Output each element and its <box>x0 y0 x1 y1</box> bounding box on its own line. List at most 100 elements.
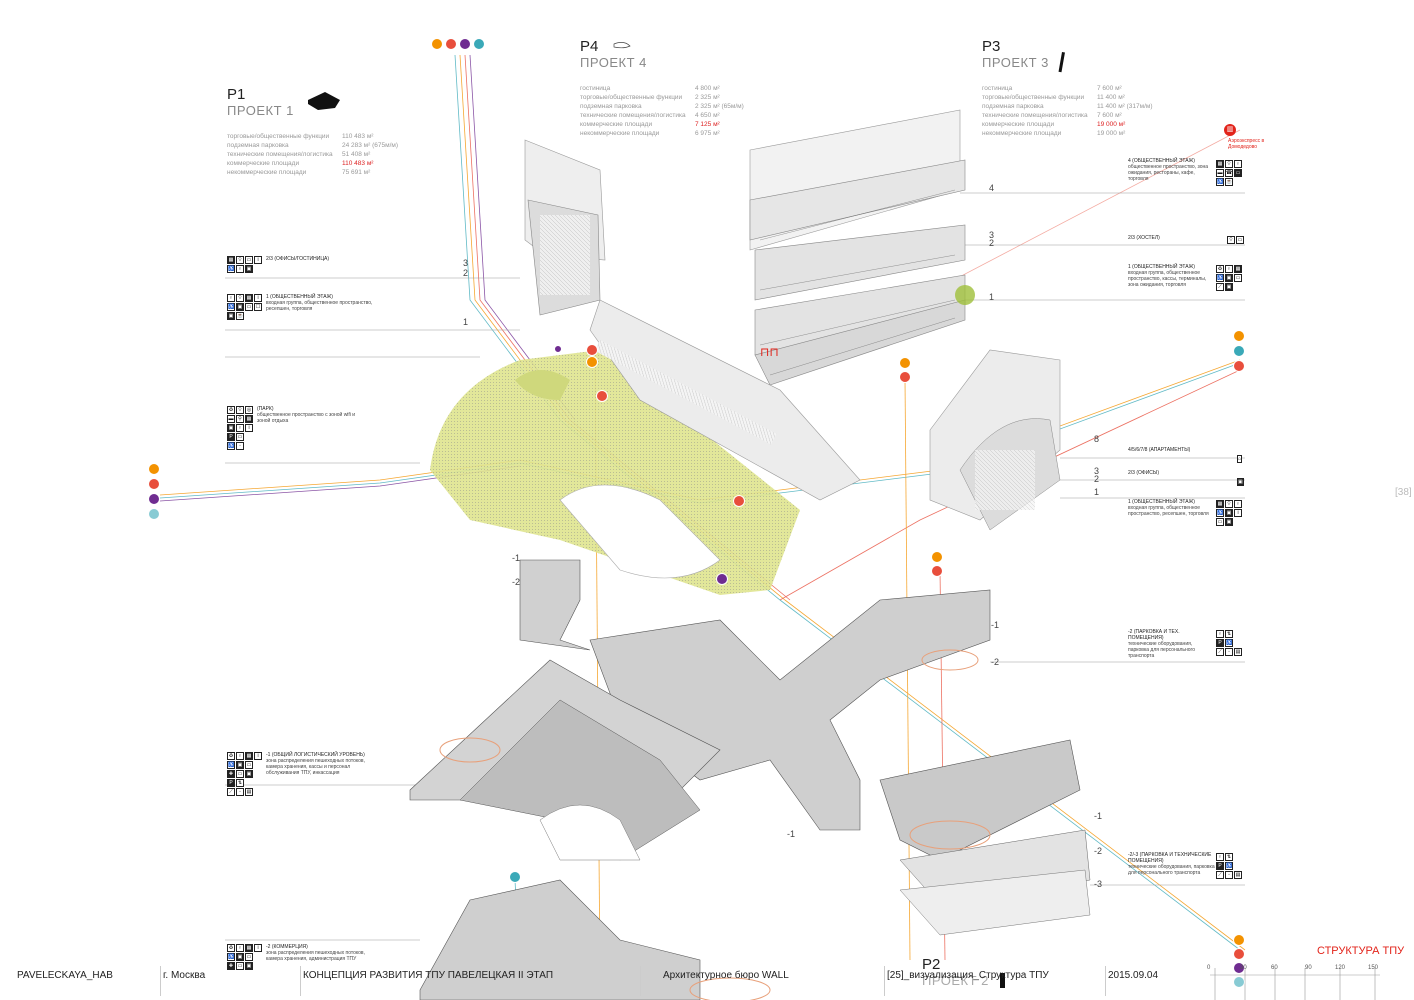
trolleybus-stop-icon <box>716 573 728 585</box>
accessible-icon: ♿ <box>1225 639 1233 647</box>
bike-icon: ⚲ <box>236 415 244 423</box>
right-level-legend-p4-apts: 4/5/6/7/8 (АПАРТАМЕНТЫ) <box>1128 447 1228 453</box>
info-icon: i <box>254 752 262 760</box>
p4-level-8: 8 <box>1094 434 1100 444</box>
shop-icon: ▣ <box>245 770 253 778</box>
office-icon: ▣ <box>1237 478 1244 486</box>
atm-icon: ▭ <box>245 256 253 264</box>
bed-icon: ▭ <box>1236 236 1244 244</box>
atm-icon: ▭ <box>1216 518 1224 526</box>
elevator-icon: ⇅ <box>1225 853 1233 861</box>
cafe-icon: ☕ <box>1225 178 1233 186</box>
restaurant-icon: ▦ <box>1216 160 1224 168</box>
scale-tick-0: 0 <box>1207 965 1211 971</box>
info-icon: i <box>254 944 262 952</box>
right-icons-7: ♀⇅ P♿ ⟋◦▤ <box>1216 630 1242 656</box>
left-level-minus1-desc: зона распределения пешеходных потоков, к… <box>266 758 365 776</box>
scale-tick-150: 150 <box>1368 965 1379 971</box>
stat-label: технические помещения/логистика <box>982 112 1088 119</box>
stat-label: коммерческие площади <box>227 160 300 167</box>
footer-separator <box>160 966 161 996</box>
apartment-icon: ⌂ <box>1237 455 1243 463</box>
playground-icon: ▦ <box>245 415 253 423</box>
stat-label: некоммерческие площади <box>580 130 660 137</box>
stat-label: подземная парковка <box>227 142 289 149</box>
luggage-icon: ▣ <box>236 761 244 769</box>
stairs-icon: ▤ <box>245 788 253 796</box>
bus-stop-icon <box>931 551 943 563</box>
stat-value: 2 325 м² (65м/м) <box>695 103 744 110</box>
fountain-icon: ◎ <box>245 406 253 414</box>
stat-value: 110 483 м² <box>342 133 374 140</box>
stat-label: гостиница <box>982 85 1013 92</box>
stat-value: 4 650 м² <box>695 112 720 119</box>
p4-level-1: 1 <box>1094 487 1100 497</box>
stat-label: технические помещения/логистика <box>580 112 686 119</box>
metro-stop-icon <box>509 871 521 883</box>
underground-levels <box>409 559 1091 1000</box>
wc-icon: ♀ <box>236 944 244 952</box>
ticket-icon: ▭ <box>236 962 244 970</box>
ug-level-h: -3 <box>1094 879 1103 889</box>
info-icon: i <box>254 294 262 302</box>
p3-name: ПРОЕКТ 3 <box>982 55 1049 70</box>
p3-level-3: 3 <box>989 230 995 240</box>
accessible-icon: ♿ <box>227 303 235 311</box>
metro-icon <box>1233 345 1245 357</box>
icon-grid: ♻♀▦i ♿▣▭ ✚▭▣ <box>227 944 262 970</box>
shop-icon: ▣ <box>1225 283 1233 291</box>
page-number: [38] <box>1395 487 1412 498</box>
wc-icon: ♀ <box>1216 853 1224 861</box>
tram-icon <box>1233 360 1245 372</box>
left-level-park-desc: общественное пространство с зоной wifi и… <box>257 412 356 424</box>
left-level-legend-2: ♀⌔▦i ♿▣▭☐ ▣☕ 1 (ОБЩЕСТВЕННЫЙ ЭТАЖ)входна… <box>227 294 376 320</box>
stat-label: торговые/общественные функции <box>982 94 1085 101</box>
p4-code: P4 <box>580 38 599 55</box>
stat-value: 11 400 м² (317м/м) <box>1097 103 1153 110</box>
scale-tick-120: 120 <box>1335 965 1346 971</box>
accessible-icon: ♿ <box>1225 862 1233 870</box>
restaurant-icon: ▦ <box>1216 500 1224 508</box>
icon-grid: ♻⌔◎ ▬⚲▦ ▣♀i P▭ ♿◦ <box>227 406 253 450</box>
stat-value: 6 975 м² <box>695 130 720 137</box>
p4-level-2: 2 <box>1094 474 1100 484</box>
parking-icon: P <box>1216 639 1224 647</box>
trolleybus-icon <box>459 38 471 50</box>
elevator-icon: ⇅ <box>1225 630 1233 638</box>
stat-label: подземная парковка <box>982 103 1044 110</box>
ug-level-f: -1 <box>1094 811 1103 821</box>
escalator-icon: ⟋ <box>227 788 235 796</box>
shop-icon: ▣ <box>227 312 235 320</box>
first-aid-icon: ✚ <box>227 962 235 970</box>
transport-cluster-left <box>148 463 160 520</box>
right-level-7-title: -2 (ПАРКОВКА И ТЕХ. ПОМЕЩЕНИЯ) <box>1128 629 1180 641</box>
atm-icon: ▭ <box>245 303 253 311</box>
restaurant-icon: ▦ <box>245 944 253 952</box>
stat-value: 110 483 м² <box>342 160 374 167</box>
bag-icon: ▣ <box>236 303 244 311</box>
restaurant-icon: ▦ <box>227 256 235 264</box>
right-icons-3: ♻♀▦ ♿▣▭ ⟋▣ <box>1216 265 1242 291</box>
ticket-icon: ▭ <box>236 770 244 778</box>
right-level-8-title: -2/-3 (ПАРКОВКА И ТЕХНИЧЕСКИЕ ПОМЕЩЕНИЯ) <box>1128 852 1212 864</box>
right-level-6-title: 1 (ОБЩЕСТВЕННЫЙ ЭТАЖ) <box>1128 499 1195 505</box>
recycle-icon: ♻ <box>227 752 235 760</box>
accessible-icon: ♿ <box>1216 509 1224 517</box>
taxi-icon: ▭ <box>236 433 244 441</box>
icon-grid: ▦⌔▭i ♿♀▣ <box>227 256 262 273</box>
accessible-icon: ♿ <box>1216 178 1224 186</box>
wifi-icon: ⌔ <box>1227 236 1235 244</box>
right-level-6-desc: входная группа, общественное пространств… <box>1128 505 1209 517</box>
right-level-legend-p4-offices: 2/3 (ОФИСЫ) <box>1128 470 1228 476</box>
tram-stop-icon <box>586 344 598 356</box>
footer-city: г. Москва <box>163 970 206 981</box>
ug-level-g: -2 <box>1094 846 1103 856</box>
left-level-park-title: (ПАРК) <box>257 406 274 412</box>
accessible-icon: ♿ <box>227 265 235 273</box>
